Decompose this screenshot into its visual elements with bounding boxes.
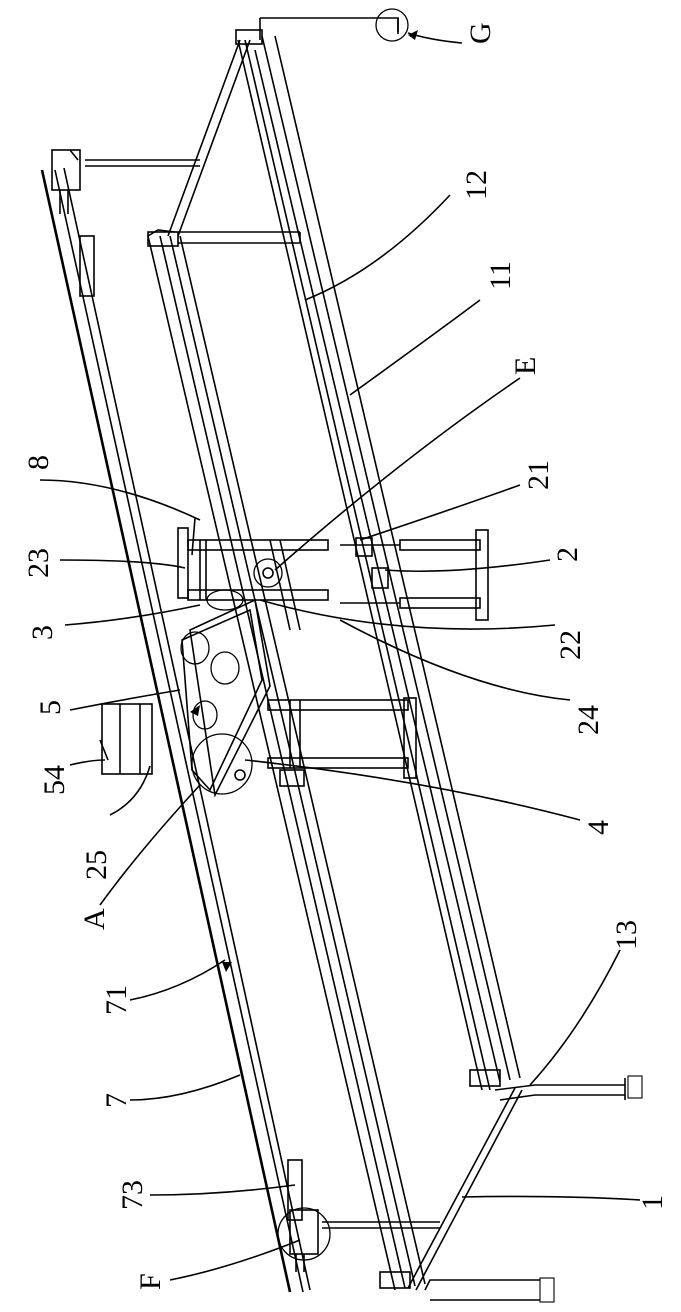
label-23: 23 <box>22 548 55 578</box>
label-G: G <box>464 22 497 44</box>
label-5: 5 <box>34 700 67 715</box>
label-A: A <box>78 908 111 930</box>
labels: G 12 11 E 8 21 23 2 3 22 5 24 54 4 25 A … <box>22 22 669 1290</box>
plate <box>100 590 270 795</box>
label-11: 11 <box>484 261 517 290</box>
label-24: 24 <box>572 705 605 735</box>
label-8: 8 <box>22 455 55 470</box>
label-1: 1 <box>636 1195 669 1210</box>
label-2: 2 <box>551 547 584 562</box>
label-71: 71 <box>100 985 133 1015</box>
label-3: 3 <box>26 625 59 640</box>
label-21: 21 <box>522 460 555 490</box>
label-12: 12 <box>460 170 493 200</box>
label-4: 4 <box>582 820 615 835</box>
label-25: 25 <box>80 850 113 880</box>
label-54: 54 <box>38 765 71 795</box>
label-22: 22 <box>554 630 587 660</box>
label-13: 13 <box>610 920 643 950</box>
label-73: 73 <box>116 1180 149 1210</box>
label-7: 7 <box>100 1093 133 1108</box>
label-E: E <box>509 357 542 375</box>
top-posts <box>85 18 440 1228</box>
leader-lines <box>40 33 640 1280</box>
label-F: F <box>134 1273 167 1290</box>
